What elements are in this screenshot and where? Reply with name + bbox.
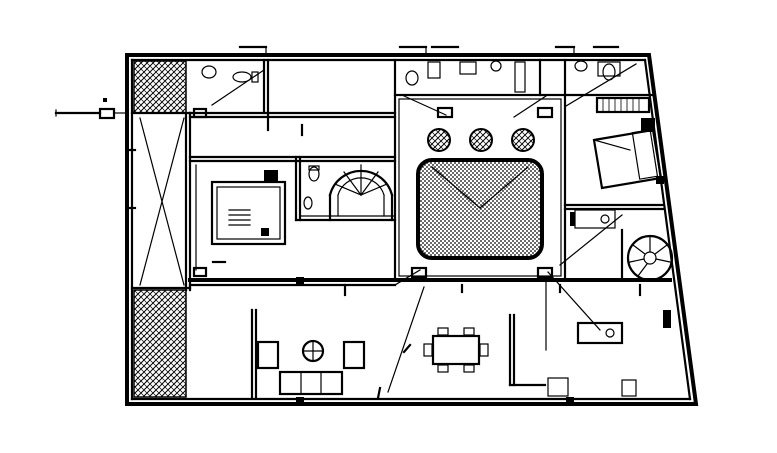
interior-walls — [188, 58, 672, 400]
spiral-stair-right — [620, 228, 674, 282]
wall-markers — [128, 111, 642, 403]
wc-fixtures — [303, 165, 320, 210]
left-void-cross — [130, 111, 192, 292]
roof-vents — [238, 45, 620, 56]
structural-guides — [195, 63, 637, 393]
wardrobe — [595, 96, 651, 114]
entry-pipe-left — [54, 98, 128, 117]
sofa-set — [256, 339, 366, 396]
bed — [592, 118, 664, 190]
spiral-stair-center — [328, 164, 394, 222]
hatched-balcony-bottom — [133, 289, 187, 398]
outer-walls — [125, 53, 699, 406]
central-courtyard — [416, 158, 544, 260]
lift-shaft — [210, 170, 287, 246]
columns — [98, 106, 554, 279]
hatched-balcony-top — [133, 60, 187, 114]
kitchen-island — [547, 310, 671, 397]
top-toilets — [201, 60, 621, 93]
bath-fixtures-right — [570, 209, 616, 229]
dining-table — [423, 327, 489, 373]
planter-pots — [427, 128, 535, 152]
